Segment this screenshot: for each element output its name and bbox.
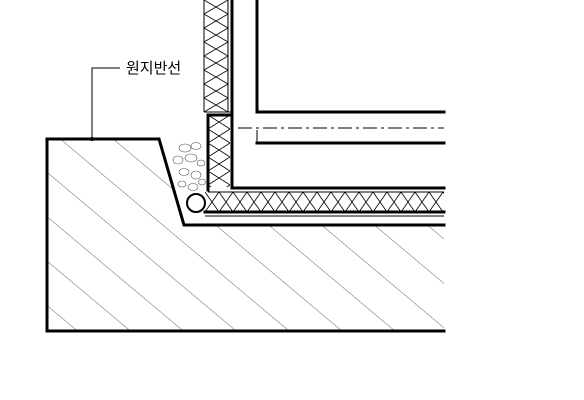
wall-insulation-lower: [206, 113, 234, 192]
soil-mass: [45, 137, 446, 333]
wall-lines: [230, 0, 446, 190]
drain-pipe: [186, 193, 206, 213]
gravel-backfill: [162, 139, 207, 210]
ground-line-label: 원지반선: [126, 59, 181, 77]
ground-line-leader: [90, 67, 120, 141]
ground-profile: [45, 137, 446, 227]
slab-insulation: [203, 191, 446, 217]
wall-insulation-upper: [203, 0, 232, 113]
